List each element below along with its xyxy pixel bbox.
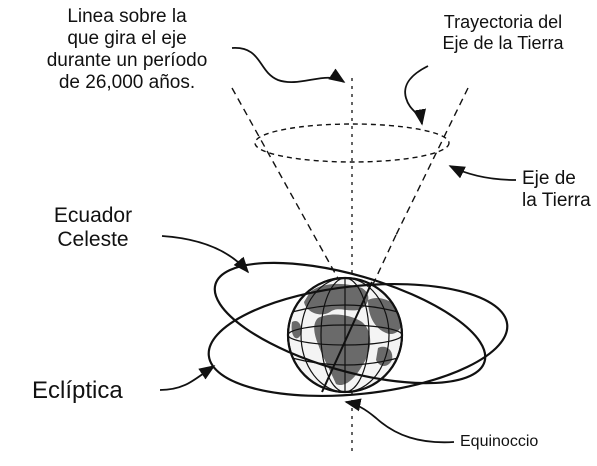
label-axis-trajectory-1: Trayectoria del bbox=[443, 12, 563, 32]
label-rotation-line-4: de 26,000 años. bbox=[58, 71, 196, 93]
label-ecliptic: Eclíptica bbox=[32, 377, 123, 404]
label-rotation-line-2: que gira el eje bbox=[67, 27, 187, 49]
pointer-axis-trajectory bbox=[404, 65, 429, 126]
label-axis-trajectory-2: Eje de la Tierra bbox=[442, 32, 564, 53]
label-earth-axis-2: la Tierra bbox=[522, 189, 591, 211]
ecliptic-ellipse bbox=[207, 282, 509, 398]
label-axis-trajectory: Trayectoria del Eje de la Tierra bbox=[412, 12, 594, 53]
pointer-equinox bbox=[344, 398, 455, 444]
cone-left-edge bbox=[231, 87, 341, 283]
earth-globe bbox=[286, 276, 404, 394]
label-rotation-line-3: durante un período bbox=[46, 49, 208, 71]
pointer-earth-axis bbox=[448, 165, 517, 181]
label-celestial-equator-1: Ecuador bbox=[53, 204, 133, 227]
label-equinox: Equinoccio bbox=[460, 433, 539, 450]
label-rotation-line-1: Linea sobre la bbox=[67, 6, 187, 27]
pointer-ecliptic bbox=[159, 365, 216, 391]
label-celestial-equator-2: Celeste bbox=[57, 228, 129, 252]
celestial-equator-ellipse bbox=[213, 261, 487, 385]
axis-trajectory-ellipse bbox=[254, 123, 450, 163]
pointer-rotation-line bbox=[231, 47, 346, 83]
label-earth-axis: Eje de la Tierra bbox=[522, 168, 594, 212]
earth-axis-line bbox=[321, 281, 373, 393]
label-celestial-equator: Ecuador Celeste bbox=[18, 204, 168, 252]
label-earth-axis-1: Eje de bbox=[522, 168, 576, 189]
pointer-celestial-equator bbox=[161, 235, 250, 274]
label-rotation-line: Linea sobre la que gira el eje durante u… bbox=[28, 6, 226, 93]
cone-right-edge-upper bbox=[395, 87, 469, 236]
